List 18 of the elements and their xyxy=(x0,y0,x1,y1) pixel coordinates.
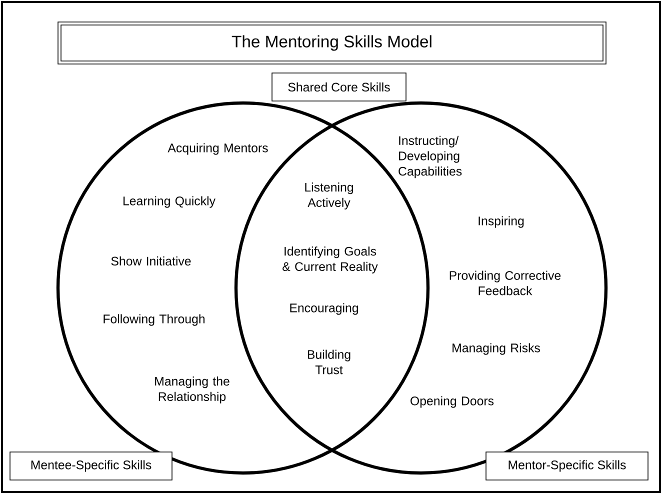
skill-group-box: Shared Core Skills xyxy=(272,72,406,102)
skill-group-box: Mentor-Specific Skills xyxy=(486,452,648,480)
skill-label: Managing Risks xyxy=(452,343,540,355)
skill-group-box: Mentee-Specific Skills xyxy=(10,452,172,480)
skill-label: Identifying Goals & Current Reality xyxy=(282,246,378,274)
skill-label: Building Trust xyxy=(308,350,350,374)
skill-label: Encouraging xyxy=(290,303,358,315)
skill-label: Show Initiative xyxy=(111,256,191,266)
skill-label: Managing the Relationship xyxy=(155,376,230,404)
skill-label: Following Through xyxy=(104,314,205,326)
skill-label: Listening Actively xyxy=(305,182,354,210)
skill-label: Instructing/ Developing Capabilities xyxy=(398,136,462,178)
skill-label: Opening Doors xyxy=(410,396,494,408)
title-box: The Mentoring Skills Model xyxy=(58,22,606,64)
skill-label: Providing Corrective Feedback xyxy=(450,270,561,296)
skill-label: Acquiring Mentors xyxy=(168,143,268,155)
skill-label: Inspiring xyxy=(478,216,524,228)
skill-label: Learning Quickly xyxy=(124,196,216,208)
